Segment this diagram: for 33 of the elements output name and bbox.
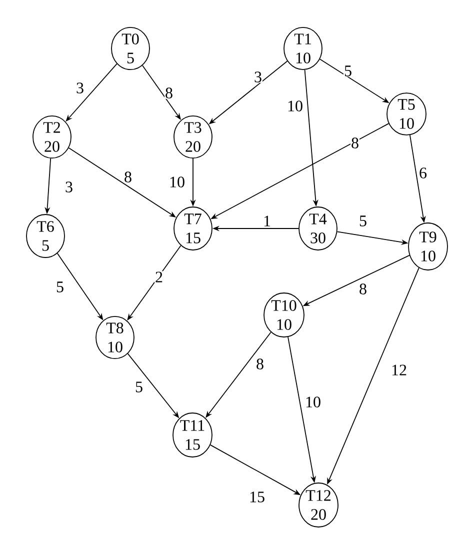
edge-label: 3 [76,82,84,94]
edge-label: 8 [358,283,368,295]
edge-label: 6 [418,167,428,179]
task-node: T7 15 [174,206,212,250]
task-node: T8 10 [96,316,134,360]
edge-label: 8 [256,358,264,370]
edge-label: 3 [254,71,262,83]
task-node: T6 5 [26,214,65,258]
edge-label: 8 [124,171,132,183]
edge-label: 3 [64,181,74,193]
task-node: T12 20 [298,482,338,528]
task-node: T5 10 [386,92,426,136]
edge-label: 10 [168,176,186,188]
task-node: T3 20 [174,116,212,158]
edge-label: 15 [248,491,266,503]
edge-label: 5 [134,381,144,393]
edge-label: 5 [56,281,64,293]
edge-label: 1 [262,215,272,227]
task-node: T10 10 [264,292,304,338]
edge-label: 2 [154,271,164,283]
task-node: T0 5 [111,26,150,70]
task-node: T9 10 [408,222,448,270]
task-node: T2 20 [32,116,72,158]
edge-label: 12 [390,364,408,376]
edge-label: 10 [286,100,304,112]
task-node: T11 15 [172,412,212,458]
edge-label: 8 [350,137,360,149]
edge-label: 8 [164,87,174,99]
task-node: T1 10 [284,27,322,70]
edge-label: 5 [344,65,352,77]
task-node: T4 30 [298,206,338,250]
edge-label: 5 [358,215,368,227]
edge-label: 10 [304,396,322,408]
